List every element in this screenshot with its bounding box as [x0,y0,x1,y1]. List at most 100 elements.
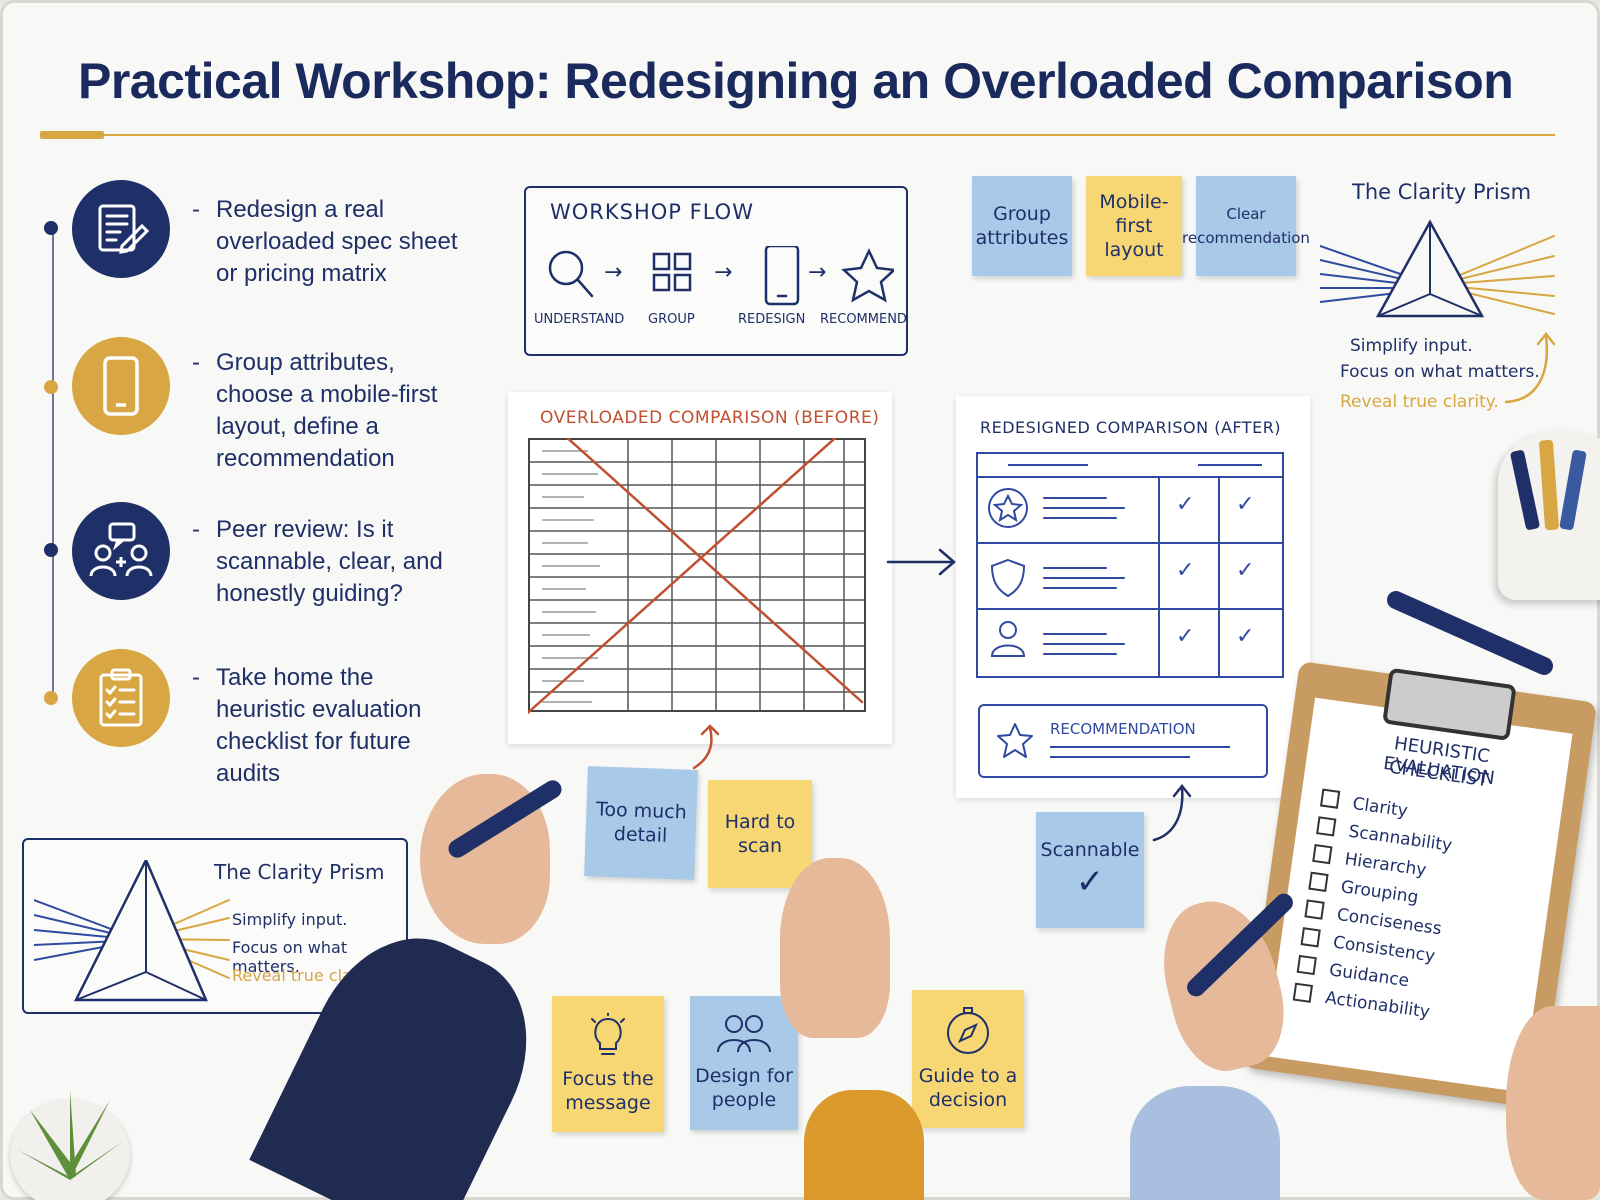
check-icon: ✓ [1176,624,1195,649]
lightbulb-icon [591,1013,625,1055]
flow-step: GROUP [648,312,695,327]
plant [0,1080,140,1200]
checkbox[interactable] [1304,899,1325,920]
checkbox[interactable] [1300,927,1321,948]
prism-illustration [1320,219,1555,318]
arrow-icon: → [714,260,733,285]
sticky-text: Too much detail [595,798,688,847]
sticky-note: Mobile-first layout [1086,176,1182,276]
after-comparison-card: REDESIGNED COMPARISON (AFTER) ✓ ✓ ✓ ✓ ✓ … [956,396,1310,798]
checkbox[interactable] [1312,843,1333,865]
col-divider [1218,476,1220,676]
sticky-note: Scannable ✓ [1036,812,1144,928]
sticky-note: Hard to scan [708,780,812,888]
bullet-dash: - [192,516,200,543]
checklist-item-label: Clarity [1351,793,1409,822]
flow-title: WORKSHOP FLOW [550,200,754,224]
sticky-note: Too much detail [584,766,698,880]
prism-line: Focus on what matters. [232,938,348,976]
overloaded-table [528,438,866,714]
sticky-note: Design for people [690,996,798,1130]
clipboard-checklist-icon [72,649,170,747]
checkbox[interactable] [1319,788,1341,809]
grid-icon [652,252,692,292]
title-divider-accent [40,131,104,139]
timeline-dot [44,543,58,557]
sticky-text: Design for people [695,1065,793,1111]
bullet-text: Take home the heuristic evaluation check… [216,664,422,787]
header-line [1198,464,1262,466]
bullet-group: - Group attributes, choose a mobile-firs… [192,347,462,475]
magnifier-icon [548,250,594,298]
before-title: OVERLOADED COMPARISON (BEFORE) [540,408,880,428]
prism-line: Focus on what matters. [1340,362,1540,382]
star-icon [841,248,894,303]
check-icon: ✓ [1236,558,1255,583]
workshop-flow-box: WORKSHOP FLOW → → → UNDERSTAND GROUP RED… [524,186,908,356]
marker [1559,449,1587,531]
marker-cup [1498,430,1600,600]
row-divider [978,542,1282,544]
marker [1538,439,1560,531]
flow-step: REDESIGN [738,312,806,327]
phone-icon [764,246,800,306]
header-line [1008,464,1088,466]
sticky-note: Group attributes [972,176,1072,276]
marker [1384,588,1556,678]
people-icon [717,1015,771,1053]
curved-arrow-icon [1152,783,1192,842]
timeline-dot [44,691,58,705]
arrow-right-icon [886,548,956,576]
curved-arrow-icon [692,724,720,770]
hand-far-right [1506,1006,1600,1200]
row-divider [978,608,1282,610]
compass-icon [947,1007,989,1054]
flow-step: UNDERSTAND [534,312,625,327]
sticky-text: Scannable [1040,839,1140,861]
check-icon: ✓ [1236,624,1255,649]
recommendation-box: RECOMMENDATION [978,704,1268,778]
document-pencil-icon [72,180,170,278]
prism-title: The Clarity Prism [1352,180,1532,204]
curved-arrow-icon [1504,331,1556,404]
star-badge-icon [988,488,1028,528]
bullet-redesign: - Redesign a real overloaded spec sheet … [192,194,462,290]
checkbox[interactable] [1292,982,1314,1003]
prism-title: The Clarity Prism [214,860,385,884]
sticky-text: Guide to a decision [918,1065,1018,1111]
title-divider [40,134,1555,136]
hand-center [780,858,890,1038]
arrow-icon: → [808,260,827,285]
bullet-dash: - [192,664,200,691]
bullet-dash: - [192,196,200,223]
before-comparison-card: OVERLOADED COMPARISON (BEFORE) [508,392,892,744]
after-table: ✓ ✓ ✓ ✓ ✓ ✓ [976,452,1284,678]
checkbox[interactable] [1316,816,1337,837]
check-icon: ✓ [1236,492,1255,517]
sticky-note: Focus the message [552,996,664,1132]
arrow-icon: → [604,260,623,285]
bullet-text: Redesign a real overloaded spec sheet or… [216,196,458,287]
recommendation-label: RECOMMENDATION [1050,720,1196,738]
checkbox[interactable] [1296,954,1317,976]
shield-icon [990,558,1026,598]
check-icon: ✓ [1075,862,1105,902]
plant-leaves [18,1090,122,1180]
checkbox[interactable] [1308,871,1329,893]
flow-icons [548,246,894,306]
recommendation-line [1050,746,1230,748]
sleeve-right [1130,1086,1280,1200]
sticky-text: Mobile-first layout [1099,191,1169,261]
row-divider [978,476,1282,478]
page-title: Practical Workshop: Redesigning an Overl… [78,53,1514,109]
timeline-dot [44,380,58,394]
smartphone-icon [72,337,170,435]
person-icon [990,621,1026,657]
sticky-note: Clear recommendation [1182,176,1310,276]
after-title: REDESIGNED COMPARISON (AFTER) [980,418,1282,437]
bullet-text: Group attributes, choose a mobile-first … [216,349,438,472]
star-icon [997,723,1033,758]
prism-line: Simplify input. [1350,336,1473,356]
sticky-text: Focus the message [562,1068,654,1114]
